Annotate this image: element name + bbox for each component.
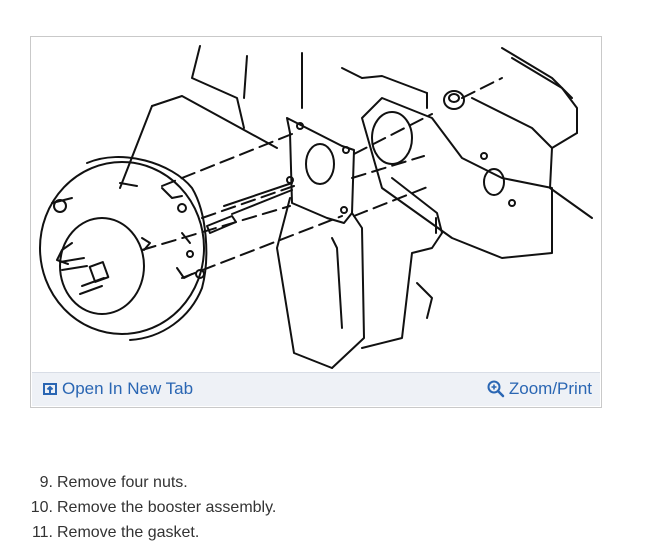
list-item: 9. Remove four nuts.	[30, 470, 276, 495]
brake-booster-diagram[interactable]	[32, 38, 600, 372]
step-text: Remove the booster assembly.	[57, 499, 277, 516]
list-item: 10. Remove the booster assembly.	[30, 495, 277, 520]
zoom-print-link[interactable]: Zoom/Print	[487, 379, 592, 399]
step-number: 9.	[39, 474, 53, 491]
open-in-new-tab-icon	[43, 383, 57, 395]
figure-toolbar: Open In New Tab Zoom/Print	[32, 372, 600, 406]
step-number: 11.	[31, 524, 53, 541]
open-in-new-tab-label: Open In New Tab	[62, 379, 194, 398]
step-text: Remove four nuts.	[57, 474, 188, 491]
zoom-in-icon	[487, 380, 505, 398]
open-in-new-tab-link[interactable]: Open In New Tab	[42, 379, 193, 399]
figure-card: Open In New Tab Zoom/Print	[30, 36, 602, 408]
procedure-steps: 9. Remove four nuts. 10. Remove the boos…	[30, 470, 277, 545]
zoom-print-label: Zoom/Print	[508, 379, 592, 398]
list-item: 11. Remove the gasket.	[30, 520, 276, 545]
step-number: 10.	[30, 499, 53, 516]
step-text: Remove the gasket.	[57, 524, 200, 541]
